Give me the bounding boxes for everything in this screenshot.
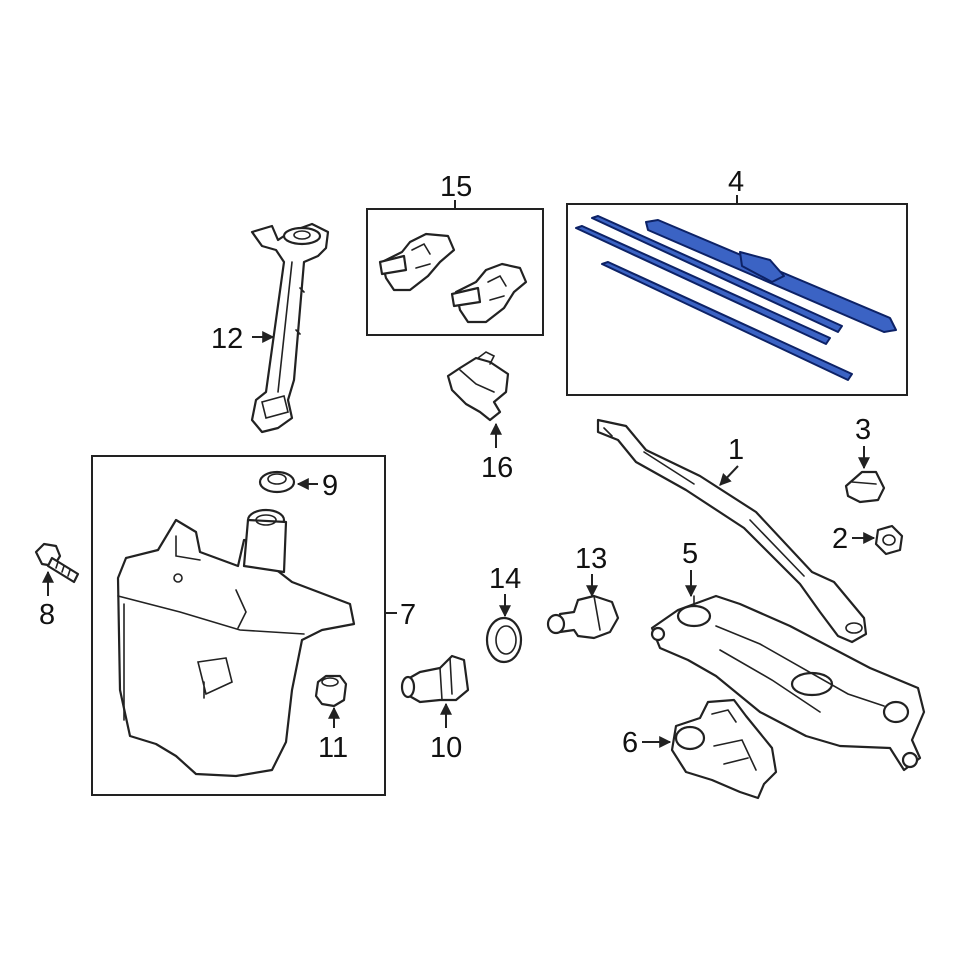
callout-15: 15 xyxy=(440,171,472,203)
arm-nut-part-2 xyxy=(874,524,904,556)
wiper-refill-strip-2-part-4 xyxy=(575,225,831,345)
pump-grommet-part-14 xyxy=(485,616,523,664)
callout-6: 6 xyxy=(622,727,638,759)
reservoir-grommet-part-9 xyxy=(258,470,296,494)
check-valve-part-13 xyxy=(546,594,620,640)
washer-pump-part-10 xyxy=(400,654,470,704)
callout-3: 3 xyxy=(855,414,871,446)
callout-11: 11 xyxy=(318,732,348,764)
wiper-arm-part-1 xyxy=(596,418,868,644)
callout-4: 4 xyxy=(728,166,744,198)
washer-filler-neck-part-12 xyxy=(250,222,330,434)
callout-10: 10 xyxy=(430,732,462,764)
wiper-refill-strip-3-part-4 xyxy=(601,261,853,381)
callout-2: 2 xyxy=(832,523,848,555)
callout-14: 14 xyxy=(489,563,521,595)
washer-nozzle-right-part-15 xyxy=(450,262,528,324)
mounting-bolt-part-8 xyxy=(34,542,80,584)
wiper-blade-assembly-part-4 xyxy=(645,219,897,333)
callout-9: 9 xyxy=(322,470,338,502)
callout-8: 8 xyxy=(39,599,55,631)
callout-13: 13 xyxy=(575,543,607,575)
callout-16: 16 xyxy=(481,452,513,484)
wiper-motor-part-6 xyxy=(670,698,778,800)
callout-5: 5 xyxy=(682,538,698,570)
callout-12: 12 xyxy=(211,323,243,355)
leader-1 xyxy=(719,465,739,486)
pump-seal-part-11 xyxy=(314,674,348,708)
wiper-linkage-part-5 xyxy=(650,594,926,772)
pivot-cap-part-3 xyxy=(844,470,886,504)
hose-connector-part-16 xyxy=(446,351,510,422)
callout-1: 1 xyxy=(728,434,744,466)
wiper-refill-strip-1-part-4 xyxy=(591,215,843,333)
washer-nozzle-left-part-15 xyxy=(378,232,456,292)
washer-reservoir-part-7 xyxy=(116,508,356,778)
reservoir-box-7 xyxy=(91,455,386,796)
callout-7: 7 xyxy=(400,599,416,631)
